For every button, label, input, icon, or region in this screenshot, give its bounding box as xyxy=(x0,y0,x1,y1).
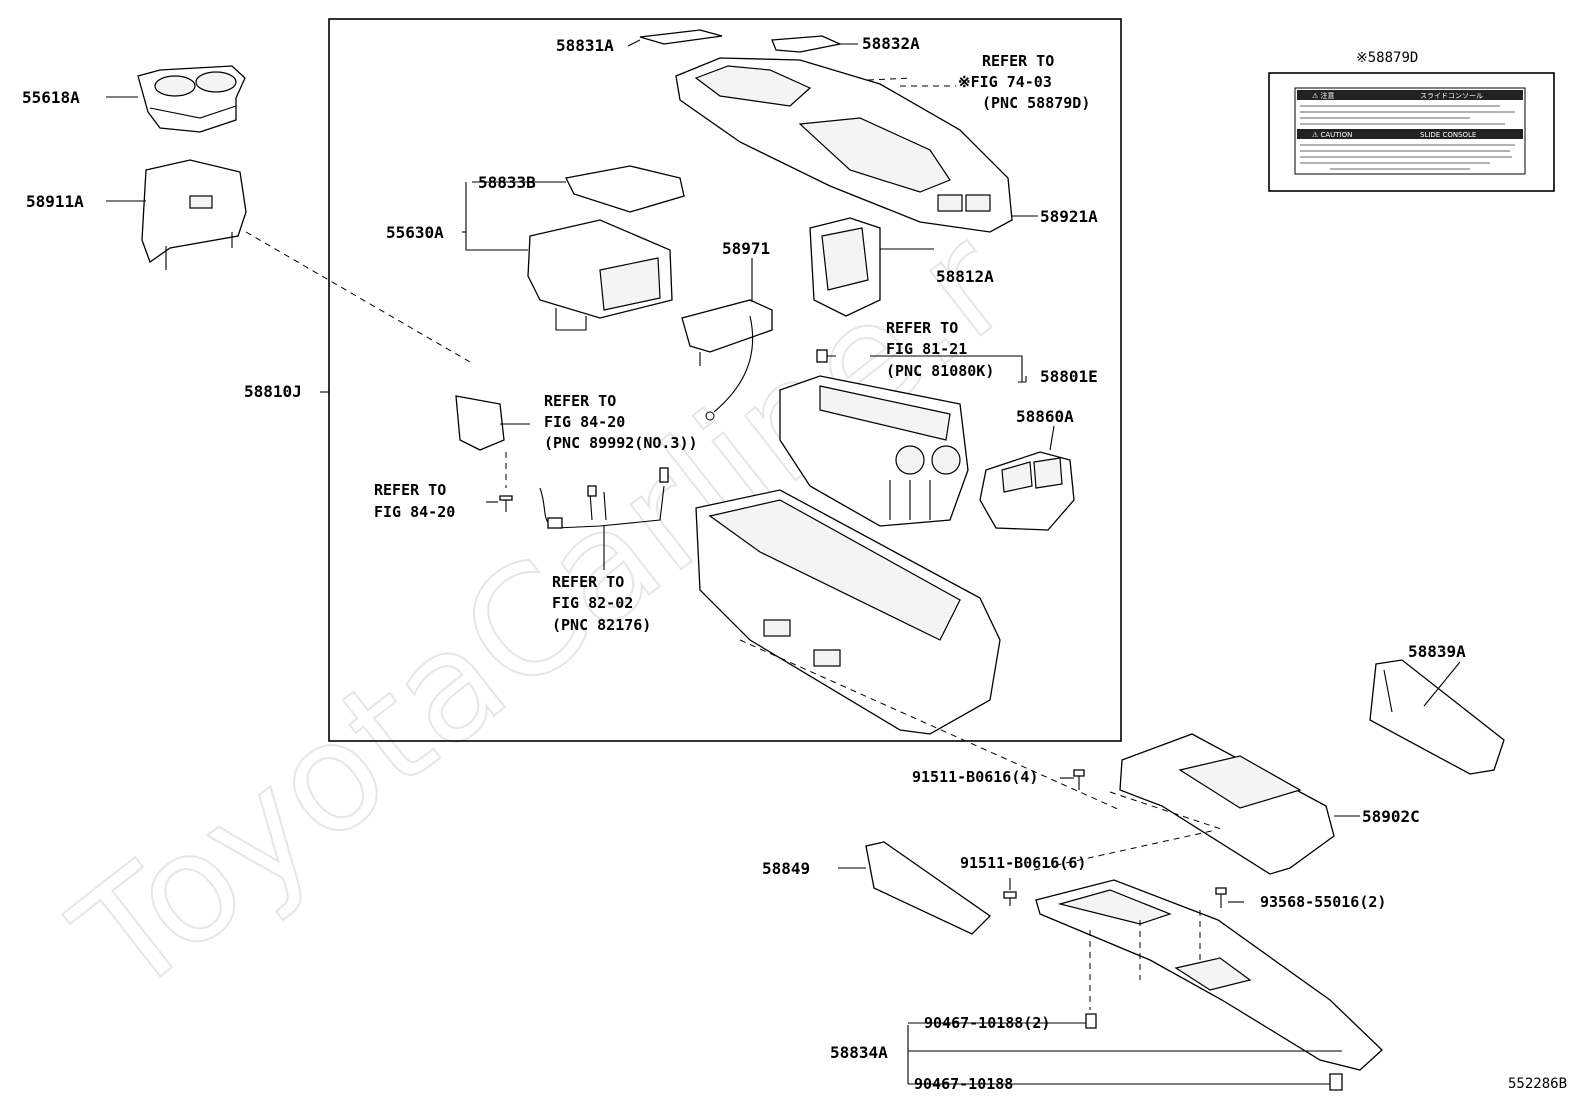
bolt-icon-a xyxy=(1073,769,1085,790)
refer-8121-line2: FIG 81-21 xyxy=(886,340,967,358)
refer-7403-line3: (PNC 58879D) xyxy=(982,94,1090,112)
refer-8202-line3: (PNC 82176) xyxy=(552,616,651,634)
wire-harness-part xyxy=(539,467,669,529)
cup-holder-part xyxy=(137,65,246,133)
label-58860a: 58860A xyxy=(1016,407,1074,426)
label-58971: 58971 xyxy=(722,239,770,258)
lid-part-58831a xyxy=(639,29,723,45)
label-91511-b0616-6: 91511-B0616(6) xyxy=(960,854,1086,872)
label-55630a: 55630A xyxy=(386,223,444,242)
label-58834a: 58834A xyxy=(830,1043,888,1062)
caution-label-box: ※58879D ⚠ 注意 スライドコンソール ⚠ CAUTION SLIDE C… xyxy=(1268,50,1555,192)
tray-part-58834a xyxy=(1035,879,1383,1071)
refer-8202-line2: FIG 82-02 xyxy=(552,594,633,612)
label-58849: 58849 xyxy=(762,859,810,878)
label-90467-10188-2: 90467-10188(2) xyxy=(924,1014,1050,1032)
label-90467-10188: 90467-10188 xyxy=(914,1075,1013,1093)
plate-part-58849 xyxy=(865,841,992,935)
label-58911a: 58911A xyxy=(26,192,84,211)
refer-7403-line2: ※FIG 74-03 xyxy=(958,73,1052,91)
lid-part-58832a xyxy=(771,35,843,53)
console-body-part xyxy=(779,375,969,527)
assembly-frame xyxy=(328,18,1122,742)
refer-8420b-line2: FIG 84-20 xyxy=(374,503,455,521)
caution-jp-right: スライドコンソール xyxy=(1420,92,1483,100)
label-91511-b0616-4: 91511-B0616(4) xyxy=(912,768,1038,786)
bolt-icon-b xyxy=(1003,891,1017,906)
refer-8420a-line1: REFER TO xyxy=(544,392,616,410)
label-58801e: 58801E xyxy=(1040,367,1098,386)
clip-icon-a xyxy=(1085,1013,1097,1029)
refer-note-84-20-b: REFER TO FIG 84-20 xyxy=(374,481,455,521)
label-58839a: 58839A xyxy=(1408,642,1466,661)
label-58902c: 58902C xyxy=(1362,807,1420,826)
lid-part-58833b xyxy=(565,165,685,213)
clip-part xyxy=(816,349,828,363)
label-93568-55016: 93568-55016(2) xyxy=(1260,893,1386,911)
refer-note-84-20-a: REFER TO FIG 84-20 (PNC 89992(NO.3)) xyxy=(544,392,698,452)
label-58832a: 58832A xyxy=(862,34,920,53)
label-box-title: ※58879D xyxy=(1356,50,1418,66)
label-58831a: 58831A xyxy=(556,36,614,55)
bolt-icon-c xyxy=(1215,887,1227,908)
screw-icon xyxy=(499,495,513,512)
refer-8121-line3: (PNC 81080K) xyxy=(886,362,994,380)
refer-note-82-02: REFER TO FIG 82-02 (PNC 82176) xyxy=(552,573,651,634)
lower-console-part xyxy=(695,489,1001,735)
caution-en-right: SLIDE CONSOLE xyxy=(1420,131,1476,139)
box-part-55630a xyxy=(527,219,673,331)
refer-8121-line1: REFER TO xyxy=(886,319,958,337)
label-58921a: 58921A xyxy=(1040,207,1098,226)
refer-note-74-03: REFER TO ※FIG 74-03 (PNC 58879D) xyxy=(958,52,1090,112)
figure-id: 552286B xyxy=(1508,1076,1567,1092)
label-58833b: 58833B xyxy=(478,173,536,192)
refer-8420a-line3: (PNC 89992(NO.3)) xyxy=(544,434,698,452)
bracket-part-58971 xyxy=(681,299,773,421)
caution-jp-left: ⚠ 注意 xyxy=(1312,91,1335,100)
refer-8420b-line1: REFER TO xyxy=(374,481,446,499)
top-panel-part xyxy=(675,57,1013,233)
refer-8202-line1: REFER TO xyxy=(552,573,624,591)
label-58812a: 58812A xyxy=(936,267,994,286)
refer-8420a-line2: FIG 84-20 xyxy=(544,413,625,431)
refer-note-81-21: REFER TO FIG 81-21 (PNC 81080K) xyxy=(886,319,994,380)
vent-part-58860a xyxy=(979,451,1075,531)
clip-icon-b xyxy=(1329,1073,1343,1091)
refer-7403-line1: REFER TO xyxy=(982,52,1054,70)
label-58810j: 58810J xyxy=(244,382,302,401)
caution-en-left: ⚠ CAUTION xyxy=(1312,131,1352,139)
pocket-part-58812a xyxy=(809,217,881,317)
bracket-part-58911a xyxy=(141,159,247,270)
label-55618a: 55618A xyxy=(22,88,80,107)
plate-part-58839a xyxy=(1369,659,1505,775)
sensor-bracket-part xyxy=(455,395,530,451)
frame-part-58902c xyxy=(1119,733,1335,875)
